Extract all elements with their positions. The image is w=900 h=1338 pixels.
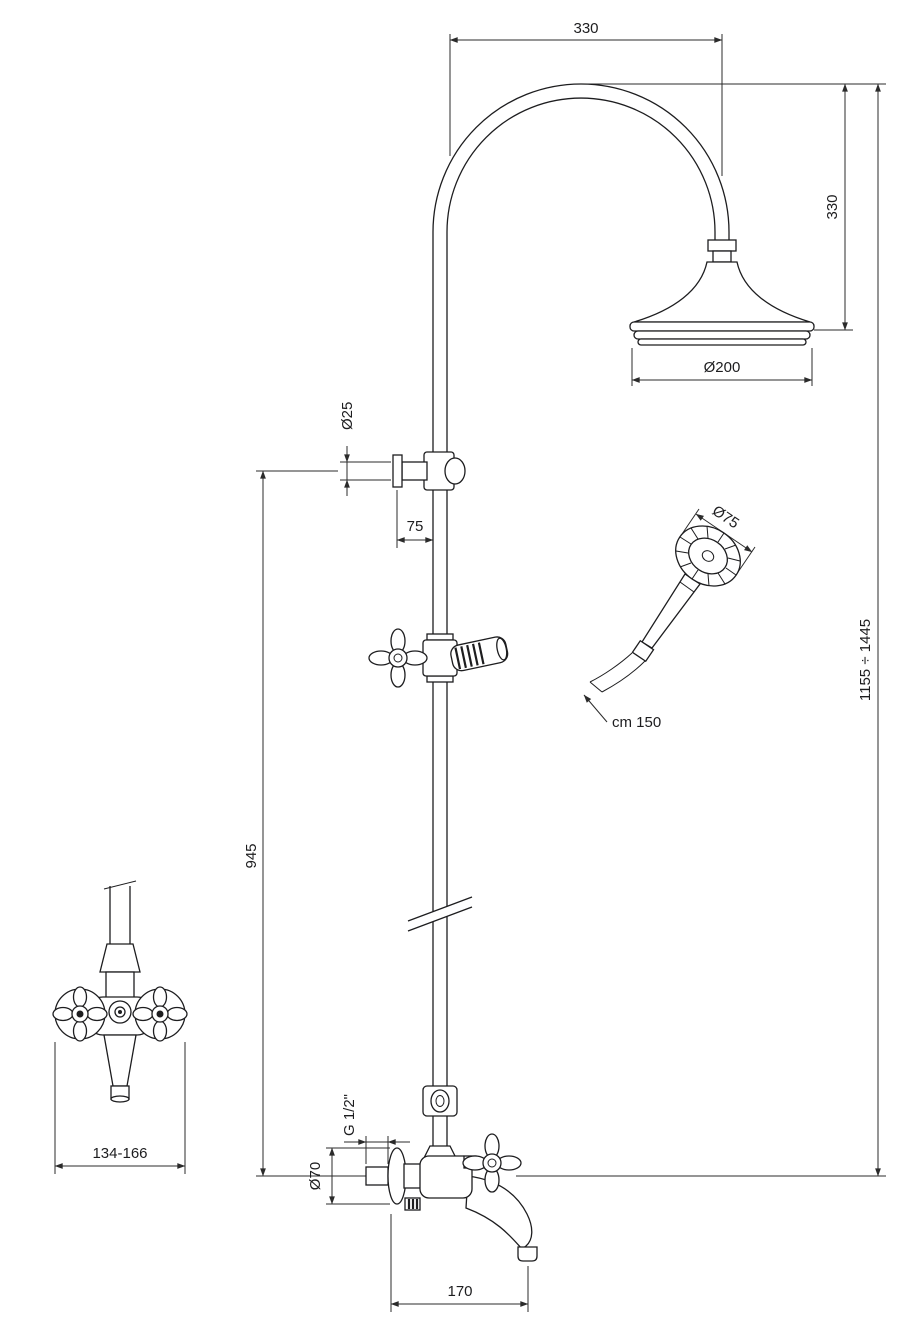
- wall-escutcheon: [387, 1147, 407, 1205]
- riser-pipe-and-arc: [432, 83, 730, 1156]
- dim-label-thread-size: G 1/2": [341, 1094, 358, 1136]
- rain-shower-head: [629, 239, 815, 346]
- pipe-break-symbol: [407, 896, 473, 932]
- mixer-cross-handle: [462, 1133, 522, 1193]
- dim-label-top-width: 330: [573, 20, 598, 37]
- handshower-holder: [450, 636, 509, 672]
- hose: [589, 652, 633, 683]
- hand-shower: [589, 525, 741, 693]
- front-left-cross-handle: [52, 986, 108, 1042]
- dimension-labels: 330 330 Ø200 Ø25 75 Ø75 cm 150 1155 ÷ 14…: [92, 20, 874, 1300]
- riser-sleeve: [422, 1085, 458, 1117]
- spout-aerator: [517, 1246, 538, 1262]
- diverter-assembly: [368, 628, 509, 688]
- dim-label-flange-diameter: Ø70: [307, 1162, 324, 1190]
- dim-label-overall-height: 1155 ÷ 1445: [857, 619, 874, 701]
- mixer-front-view: [52, 880, 188, 1103]
- diverter-cross-handle: [368, 628, 428, 688]
- dim-label-spout-reach: 170: [447, 1283, 472, 1300]
- bath-mixer: [365, 1133, 538, 1262]
- dim-label-hose-length: cm 150: [612, 714, 661, 731]
- dim-label-front-width-range: 134-166: [92, 1145, 147, 1162]
- dim-label-union-diameter: Ø25: [339, 402, 356, 430]
- head-bell: [633, 261, 811, 323]
- dimension-lines: [54, 34, 886, 1312]
- handshower-head: [675, 525, 741, 587]
- dim-label-head-diameter: Ø200: [704, 359, 741, 376]
- wall-thread-stub: [365, 1166, 389, 1186]
- wall-supply-union: [392, 451, 466, 491]
- handshower-handle: [641, 573, 701, 649]
- dim-label-head-drop: 330: [824, 194, 841, 219]
- dim-label-union-offset: 75: [407, 518, 424, 535]
- front-right-cross-handle: [132, 986, 188, 1042]
- head-connector-nut: [707, 239, 737, 252]
- dim-label-riser-height: 945: [243, 843, 260, 868]
- mixer-body: [419, 1155, 473, 1199]
- tub-spout: [465, 1175, 533, 1250]
